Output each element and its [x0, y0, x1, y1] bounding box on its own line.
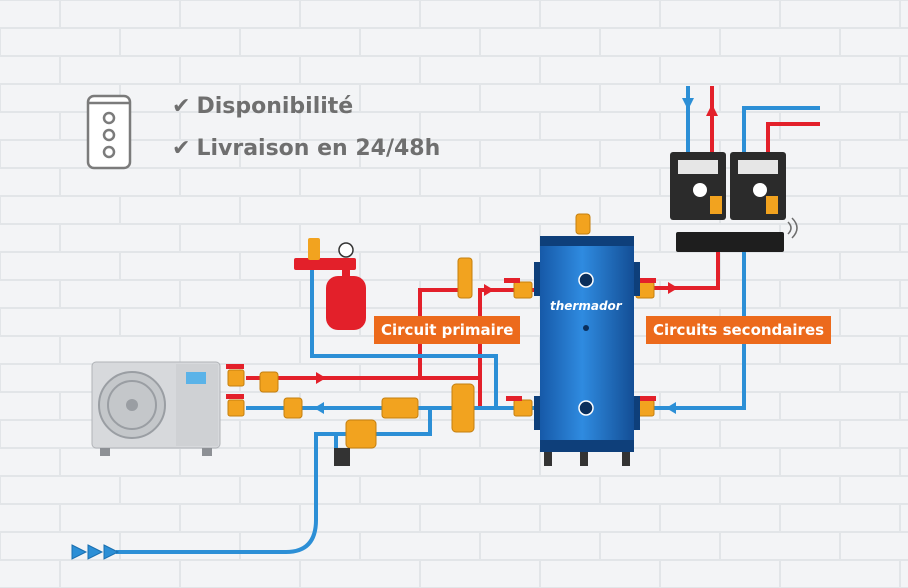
mixing-valve-actuator	[334, 448, 350, 466]
brand-logo-text: thermador	[550, 299, 622, 313]
checkmark-icon: ✔	[172, 94, 191, 119]
valve-handles	[226, 278, 656, 401]
feature-delivery: ✔Livraison en 24/48h	[172, 136, 440, 161]
sensor-signal-icon	[787, 217, 798, 239]
brass-fittings	[227, 213, 655, 449]
feature-delivery-label: Livraison en 24/48h	[196, 136, 441, 161]
heat-pump-unit	[91, 361, 221, 456]
feature-availability-label: Disponibilité	[196, 94, 354, 119]
feature-availability: ✔Disponibilité	[172, 94, 353, 119]
checkmark-icon: ✔	[172, 136, 191, 161]
buffer-tank	[534, 236, 640, 466]
brand-logo: thermador	[550, 299, 622, 313]
secondary-circuits-label: Circuits secondaires	[646, 316, 832, 344]
primary-circuit-label: Circuit primaire	[374, 316, 521, 344]
inlet-arrows-icon	[71, 544, 120, 560]
buffer-tank-icon	[86, 94, 132, 170]
pump-stations	[670, 152, 786, 252]
expansion-vessel	[294, 238, 366, 330]
